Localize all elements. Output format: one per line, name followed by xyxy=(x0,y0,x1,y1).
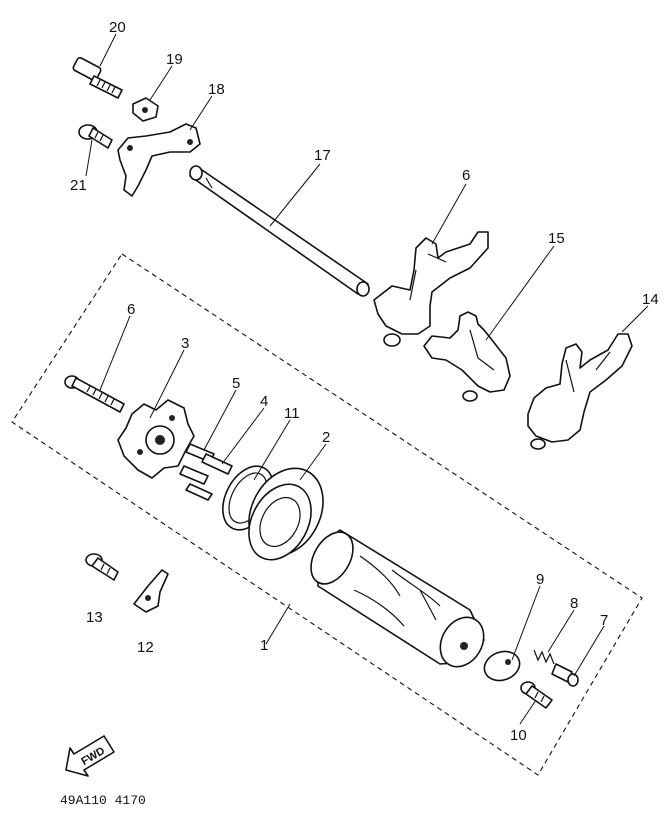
callout-13: 13 xyxy=(86,609,103,626)
part-18-bracket xyxy=(117,123,201,197)
part-14-shift-fork-right xyxy=(527,333,633,450)
callout-2: 2 xyxy=(322,429,330,446)
part-6-shift-fork-upper xyxy=(373,231,489,347)
callout-5: 5 xyxy=(232,375,240,392)
callout-17: 17 xyxy=(314,147,331,164)
callout-9: 9 xyxy=(536,571,544,588)
callout-6-lower: 6 xyxy=(127,301,135,318)
part-21-screw xyxy=(78,124,113,149)
fwd-arrow-icon: FWD xyxy=(65,735,115,777)
shift-drum xyxy=(310,529,485,668)
callout-19: 19 xyxy=(166,51,183,68)
part-9-washer xyxy=(483,650,521,682)
callout-3: 3 xyxy=(181,335,189,352)
diagram-code: 49A110 4170 xyxy=(60,793,146,808)
callout-11: 11 xyxy=(284,405,300,422)
callout-8: 8 xyxy=(570,595,578,612)
callout-21: 21 xyxy=(70,177,87,194)
callout-1: 1 xyxy=(260,637,268,654)
part-2-bearing xyxy=(248,467,324,561)
callout-14: 14 xyxy=(642,291,659,308)
part-3-segment-plate xyxy=(117,399,195,479)
part-7-plunger xyxy=(551,663,579,687)
part-17-shift-fork-shaft xyxy=(189,165,370,297)
callout-18: 18 xyxy=(208,81,225,98)
callout-10: 10 xyxy=(510,727,527,744)
part-19-nut xyxy=(132,97,159,122)
callout-15: 15 xyxy=(548,230,565,247)
part-10-screw xyxy=(520,681,553,709)
part-15-shift-fork-middle xyxy=(423,311,511,402)
leader-lines xyxy=(85,33,649,725)
part-13-screw xyxy=(85,553,119,581)
callout-6-upper: 6 xyxy=(462,167,470,184)
callout-labels: 20 19 18 21 17 6 15 14 6 3 5 4 11 2 9 8 … xyxy=(70,19,659,744)
assembly-group-boundary xyxy=(11,253,643,776)
part-8-spring xyxy=(533,649,555,665)
part-20-bolt xyxy=(72,56,123,99)
callout-7: 7 xyxy=(600,612,608,629)
part-6-long-bolt xyxy=(64,375,125,413)
callout-4: 4 xyxy=(260,393,268,410)
callout-12: 12 xyxy=(137,639,154,656)
callout-20: 20 xyxy=(109,19,126,36)
part-12-stopper-plate xyxy=(133,569,169,613)
